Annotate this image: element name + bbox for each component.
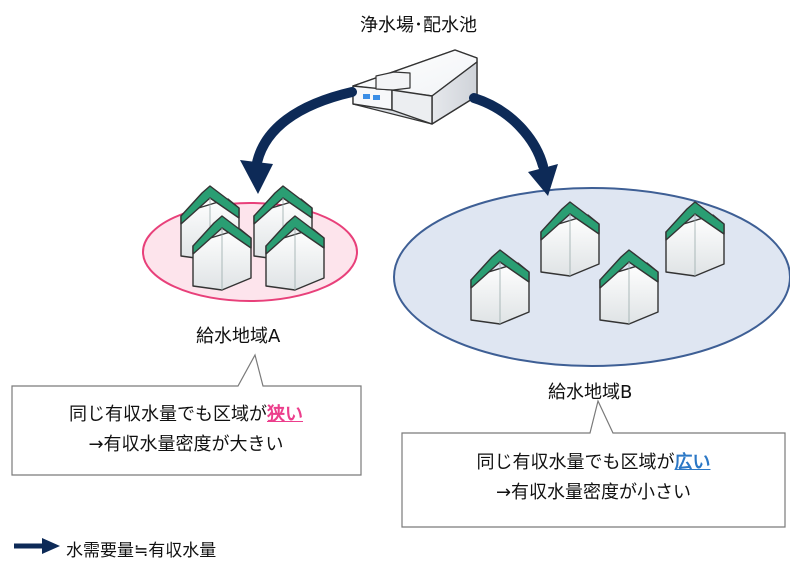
callout-b-line-1: 同じ有収水量でも区域が広い [402, 448, 785, 478]
flow-arrow-to-area-a [240, 87, 357, 194]
supply-area-b-ellipse [393, 187, 790, 367]
callout-box-area-b [401, 399, 786, 528]
flow-arrow-to-area-b [469, 93, 558, 196]
legend-arrow-icon [14, 538, 60, 554]
callout-b-emphasis: 広い [674, 452, 711, 473]
callout-a-emphasis: 狭い [267, 404, 303, 425]
legend-label: 水需要量≒有収水量 [66, 541, 217, 561]
water-plant-label: 浄水場･配水池 [360, 15, 477, 36]
callout-b-line-2: →有収水量密度が小さい [495, 482, 692, 503]
callout-text-area-a: 同じ有収水量でも区域が狭い →有収水量密度が大きい [12, 400, 360, 460]
callout-text-area-b: 同じ有収水量でも区域が広い →有収水量密度が小さい [402, 448, 785, 508]
supply-area-a-label: 給水地域A [196, 326, 281, 347]
supply-area-b-label: 給水地域B [548, 382, 633, 403]
water-plant-icon [352, 49, 478, 125]
callout-a-line-2: →有収水量密度が大きい [88, 434, 284, 455]
callout-box-area-a [11, 353, 362, 476]
callout-b-prefix: 同じ有収水量でも区域が [476, 452, 675, 473]
callout-a-prefix: 同じ有収水量でも区域が [69, 404, 267, 425]
callout-a-line-1: 同じ有収水量でも区域が狭い [12, 400, 360, 430]
